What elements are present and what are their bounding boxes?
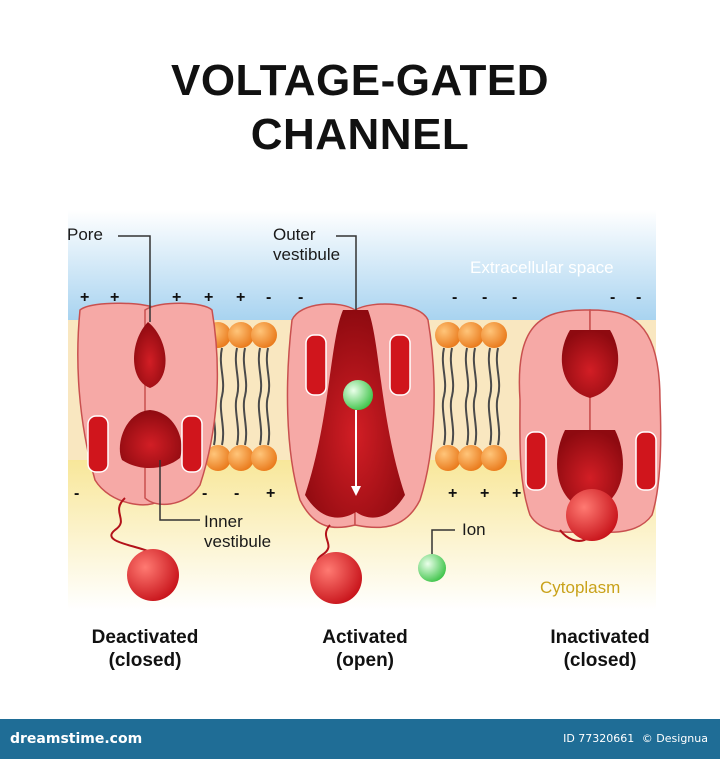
pore-label: Pore xyxy=(67,225,103,244)
minus-sign-icon: - xyxy=(482,289,487,306)
minus-sign-icon: - xyxy=(74,485,79,502)
ion-label: Ion xyxy=(462,520,486,539)
minus-sign-icon: - xyxy=(610,289,615,306)
inner-vestibule-label-2: vestibule xyxy=(204,532,272,551)
lipid-tail xyxy=(449,347,455,446)
state-name: Inactivated xyxy=(550,627,650,648)
lipid-head xyxy=(205,445,231,471)
lipid-tail xyxy=(464,347,470,446)
inactivation-ball-icon xyxy=(127,549,179,601)
ion-icon xyxy=(343,380,373,410)
minus-sign-icon: - xyxy=(202,485,207,502)
extracellular-region xyxy=(68,210,656,320)
minus-sign-icon: - xyxy=(234,485,239,502)
state-name: Deactivated xyxy=(91,627,199,648)
plus-sign-icon: + xyxy=(204,289,213,306)
extracellular-space-label: Extracellular space xyxy=(470,258,614,277)
plus-sign-icon: + xyxy=(80,289,89,306)
lipid-head xyxy=(228,445,254,471)
channel-activated xyxy=(286,303,435,604)
lipid-head xyxy=(251,445,277,471)
outer-vestibule-label-1: Outer xyxy=(273,225,316,244)
lipid-head xyxy=(228,322,254,348)
image-id: ID 77320661 xyxy=(563,732,635,745)
state-name: Activated xyxy=(322,627,408,648)
lipid-head xyxy=(251,322,277,348)
plus-sign-icon: + xyxy=(448,485,457,502)
leader-lines xyxy=(118,235,455,554)
plus-sign-icon: + xyxy=(480,485,489,502)
title-line-2: CHANNEL xyxy=(250,110,470,159)
footer-brand: dreamstime.com xyxy=(10,731,143,747)
image-credit: © Designua xyxy=(641,732,708,745)
state-condition: (open) xyxy=(335,650,395,671)
lipid-tail xyxy=(242,347,248,446)
state-condition: (closed) xyxy=(563,650,637,671)
lipid-head xyxy=(458,322,484,348)
free-ion-icon xyxy=(418,554,446,582)
lipid-tail xyxy=(219,347,225,446)
lipid-tail xyxy=(487,347,493,446)
lipid-tail xyxy=(234,347,240,446)
lipid-tail xyxy=(441,347,447,446)
lipid-head xyxy=(435,322,461,348)
membrane-diagram: +++++----------++++++++++++++++++++++ xyxy=(68,210,662,610)
outer-vestibule-label-2: vestibule xyxy=(273,245,341,264)
minus-sign-icon: - xyxy=(298,289,303,306)
minus-sign-icon: - xyxy=(452,289,457,306)
state-caption-activated: Activated (open) xyxy=(280,626,450,672)
plus-sign-icon: + xyxy=(110,289,119,306)
lipid-tail xyxy=(495,347,501,446)
lipid-head xyxy=(458,445,484,471)
lipid-head xyxy=(481,322,507,348)
lipid-tail xyxy=(257,347,263,446)
minus-sign-icon: - xyxy=(512,289,517,306)
channel-deactivated xyxy=(77,302,219,601)
lipid-head xyxy=(435,445,461,471)
channel-inactivated xyxy=(518,309,662,542)
state-condition: (closed) xyxy=(108,650,182,671)
footer-bar: dreamstime.com ID 77320661 © Designua xyxy=(0,719,720,759)
plus-sign-icon: + xyxy=(236,289,245,306)
inactivation-ball-icon xyxy=(566,489,618,541)
inner-vestibule-deactivated xyxy=(119,410,182,469)
minus-sign-icon: - xyxy=(636,289,641,306)
minus-sign-icon: - xyxy=(266,289,271,306)
lipid-tails xyxy=(211,347,501,446)
lipid-head xyxy=(481,445,507,471)
cytoplasm-label: Cytoplasm xyxy=(540,578,621,597)
title-line-1: VOLTAGE-GATED xyxy=(170,56,550,105)
pore-inactivated xyxy=(561,330,619,398)
lipid-tail xyxy=(472,347,478,446)
inactivation-ball-icon xyxy=(310,552,362,604)
lipid-heads-bottom xyxy=(205,445,507,471)
plus-sign-icon: + xyxy=(266,485,275,502)
plus-sign-icon: + xyxy=(172,289,181,306)
footer-id: ID 77320661 © Designua xyxy=(559,732,708,745)
inner-vestibule-label-1: Inner xyxy=(204,512,243,531)
pore-deactivated xyxy=(134,322,166,388)
state-caption-deactivated: Deactivated (closed) xyxy=(60,626,230,672)
lipid-tail xyxy=(265,347,271,446)
state-caption-inactivated: Inactivated (closed) xyxy=(515,626,685,672)
plus-sign-icon: + xyxy=(512,485,521,502)
